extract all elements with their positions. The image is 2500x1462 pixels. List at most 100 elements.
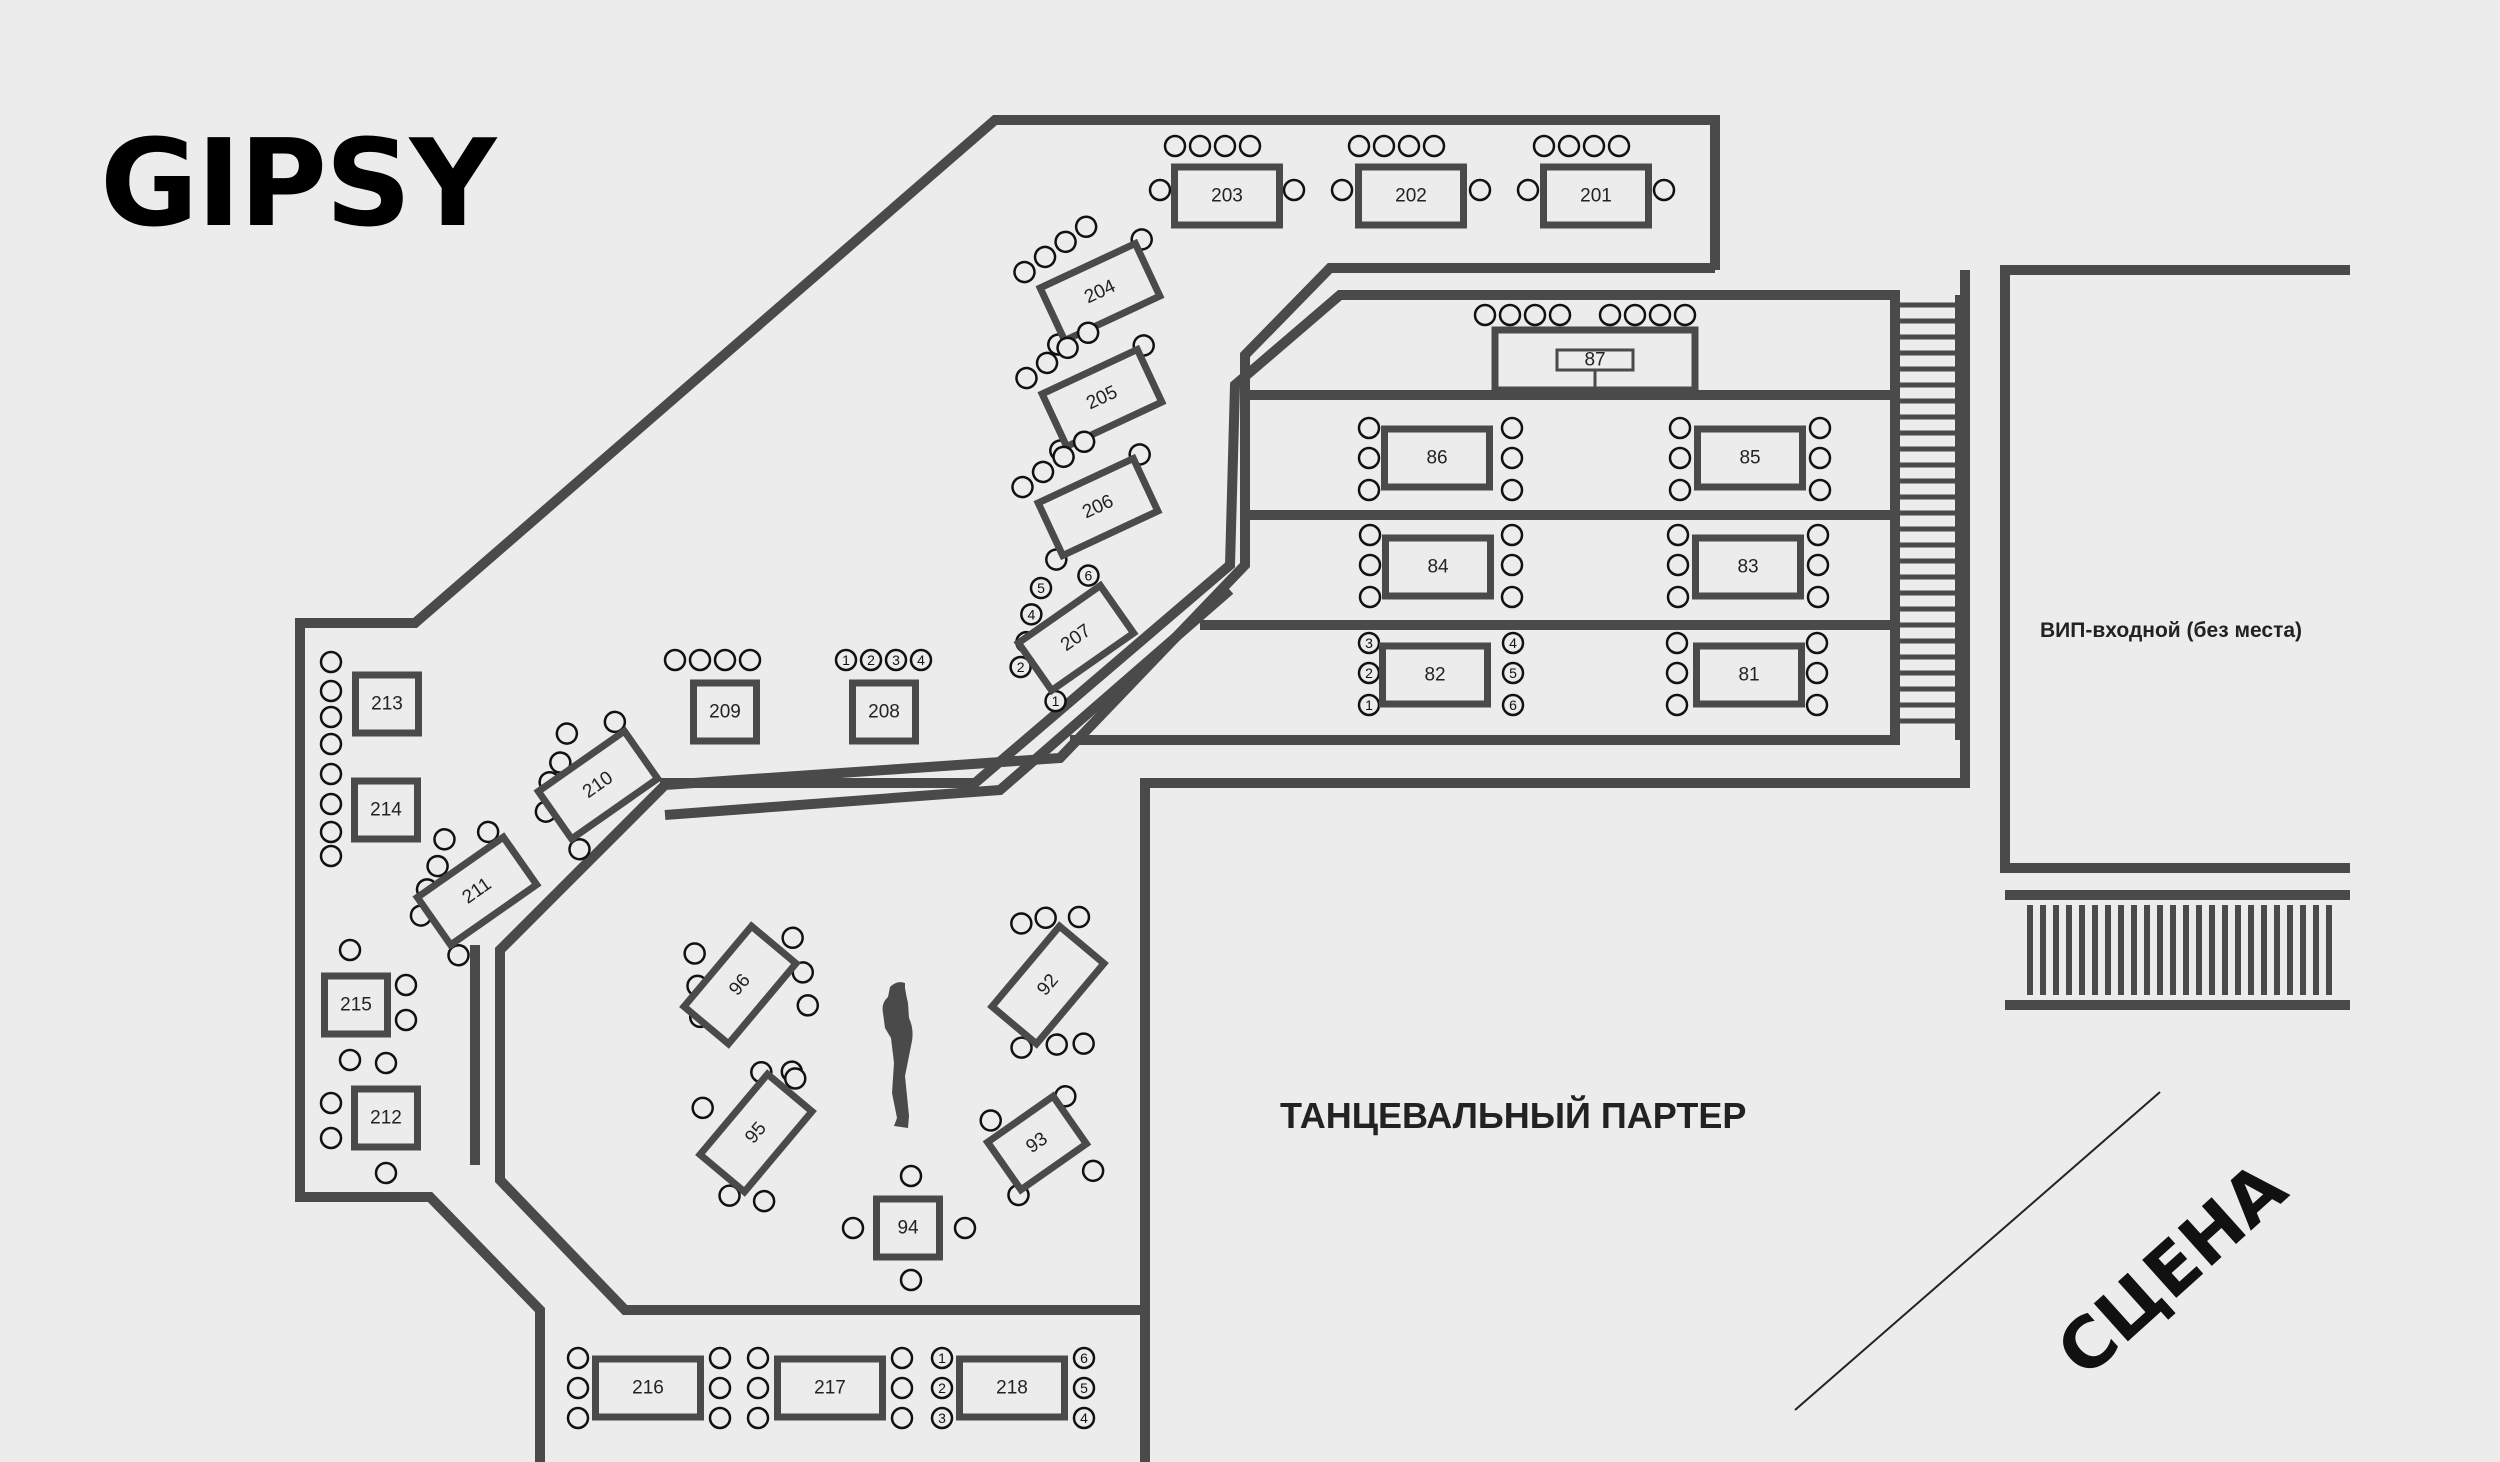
- seat[interactable]: [1030, 459, 1057, 486]
- table-shape[interactable]: [592, 1355, 704, 1421]
- seat[interactable]: [899, 1164, 923, 1188]
- seat[interactable]: [394, 973, 418, 997]
- table-shape[interactable]: [1171, 163, 1283, 229]
- table-shape[interactable]: [690, 679, 760, 745]
- seat[interactable]: [1607, 134, 1631, 158]
- seat[interactable]: [566, 1346, 590, 1370]
- table-shape[interactable]: [774, 1355, 886, 1421]
- seat[interactable]: [1806, 553, 1830, 577]
- seat[interactable]: 2: [859, 648, 883, 672]
- seat[interactable]: [1668, 446, 1692, 470]
- seat[interactable]: [319, 1091, 343, 1115]
- seat[interactable]: 6: [1075, 562, 1103, 590]
- seat[interactable]: 2: [1357, 661, 1381, 685]
- table-96[interactable]: 96: [652, 882, 849, 1079]
- table-shape[interactable]: [679, 921, 801, 1049]
- seat[interactable]: [1148, 178, 1172, 202]
- seat[interactable]: [750, 1187, 778, 1215]
- table-shape[interactable]: [352, 671, 422, 737]
- seat[interactable]: [953, 1216, 977, 1240]
- seat[interactable]: [1357, 416, 1381, 440]
- seat[interactable]: [708, 1406, 732, 1430]
- seat[interactable]: [1282, 178, 1306, 202]
- seat[interactable]: [746, 1376, 770, 1400]
- seat[interactable]: [566, 1406, 590, 1430]
- seat[interactable]: [1806, 585, 1830, 609]
- seat[interactable]: [1011, 259, 1038, 286]
- seat[interactable]: [1668, 416, 1692, 440]
- table-shape[interactable]: [1693, 642, 1805, 708]
- seat[interactable]: [1473, 303, 1497, 327]
- seat[interactable]: 6: [1501, 693, 1525, 717]
- seat[interactable]: [1070, 1030, 1098, 1058]
- seat[interactable]: [1582, 134, 1606, 158]
- seat[interactable]: [1052, 229, 1079, 256]
- seat[interactable]: [1422, 134, 1446, 158]
- seat[interactable]: [781, 1064, 809, 1092]
- seat[interactable]: [1500, 553, 1524, 577]
- seat[interactable]: [1666, 585, 1690, 609]
- table-shape[interactable]: [1382, 534, 1494, 600]
- seat[interactable]: [1806, 523, 1830, 547]
- seat[interactable]: [1808, 446, 1832, 470]
- seat[interactable]: [1500, 585, 1524, 609]
- seat[interactable]: 3: [1357, 631, 1381, 655]
- seat[interactable]: [1071, 428, 1098, 455]
- seat[interactable]: [1516, 178, 1540, 202]
- table-shape[interactable]: [412, 832, 542, 950]
- seat[interactable]: [1468, 178, 1492, 202]
- table-94[interactable]: 94: [841, 1164, 977, 1292]
- seat[interactable]: [1623, 303, 1647, 327]
- table-85[interactable]: 85: [1668, 416, 1832, 502]
- seat[interactable]: [1079, 1157, 1107, 1185]
- table-shape[interactable]: [1379, 642, 1491, 708]
- table-212[interactable]: 212: [319, 1085, 421, 1185]
- seat[interactable]: [1548, 303, 1572, 327]
- seat[interactable]: [689, 1094, 717, 1122]
- table-shape[interactable]: [982, 1091, 1092, 1195]
- seat[interactable]: 1: [1357, 693, 1381, 717]
- table-87[interactable]: 87: [1473, 303, 1699, 394]
- seat[interactable]: [1665, 631, 1689, 655]
- seat[interactable]: [1065, 903, 1093, 931]
- seat[interactable]: [319, 820, 343, 844]
- seat[interactable]: [338, 1048, 362, 1072]
- seat[interactable]: [1007, 909, 1035, 937]
- table-201[interactable]: 201: [1516, 134, 1676, 229]
- seat[interactable]: [566, 1376, 590, 1400]
- seat[interactable]: [1805, 631, 1829, 655]
- seat[interactable]: 5: [1501, 661, 1525, 685]
- table-shape[interactable]: [1694, 425, 1806, 491]
- seat[interactable]: [374, 1161, 398, 1185]
- seat[interactable]: [1034, 350, 1061, 377]
- seat[interactable]: [890, 1406, 914, 1430]
- seat[interactable]: [1665, 693, 1689, 717]
- table-206[interactable]: 206: [1003, 409, 1178, 572]
- seat[interactable]: [841, 1216, 865, 1240]
- seat[interactable]: 1: [834, 648, 858, 672]
- seat[interactable]: [424, 852, 452, 880]
- table-shape[interactable]: [321, 972, 391, 1038]
- table-203[interactable]: 203: [1148, 134, 1306, 229]
- seat[interactable]: [1330, 178, 1354, 202]
- table-shape[interactable]: [351, 1085, 421, 1151]
- seat[interactable]: 3: [930, 1406, 954, 1430]
- seat[interactable]: [319, 792, 343, 816]
- seat[interactable]: [319, 679, 343, 703]
- seat[interactable]: [1500, 478, 1524, 502]
- seat[interactable]: [1372, 134, 1396, 158]
- table-shape[interactable]: [1037, 344, 1167, 452]
- seat[interactable]: [1163, 134, 1187, 158]
- seat[interactable]: [1213, 134, 1237, 158]
- seat[interactable]: [553, 720, 581, 748]
- seat[interactable]: [1498, 303, 1522, 327]
- seat[interactable]: [1043, 1030, 1071, 1058]
- table-81[interactable]: 81: [1665, 631, 1829, 717]
- table-shape[interactable]: [1540, 163, 1652, 229]
- seat[interactable]: 4: [1072, 1406, 1096, 1430]
- seat[interactable]: [1648, 303, 1672, 327]
- seat[interactable]: [663, 648, 687, 672]
- table-83[interactable]: 83: [1666, 523, 1830, 609]
- table-shape[interactable]: [849, 679, 919, 745]
- seat[interactable]: [1358, 553, 1382, 577]
